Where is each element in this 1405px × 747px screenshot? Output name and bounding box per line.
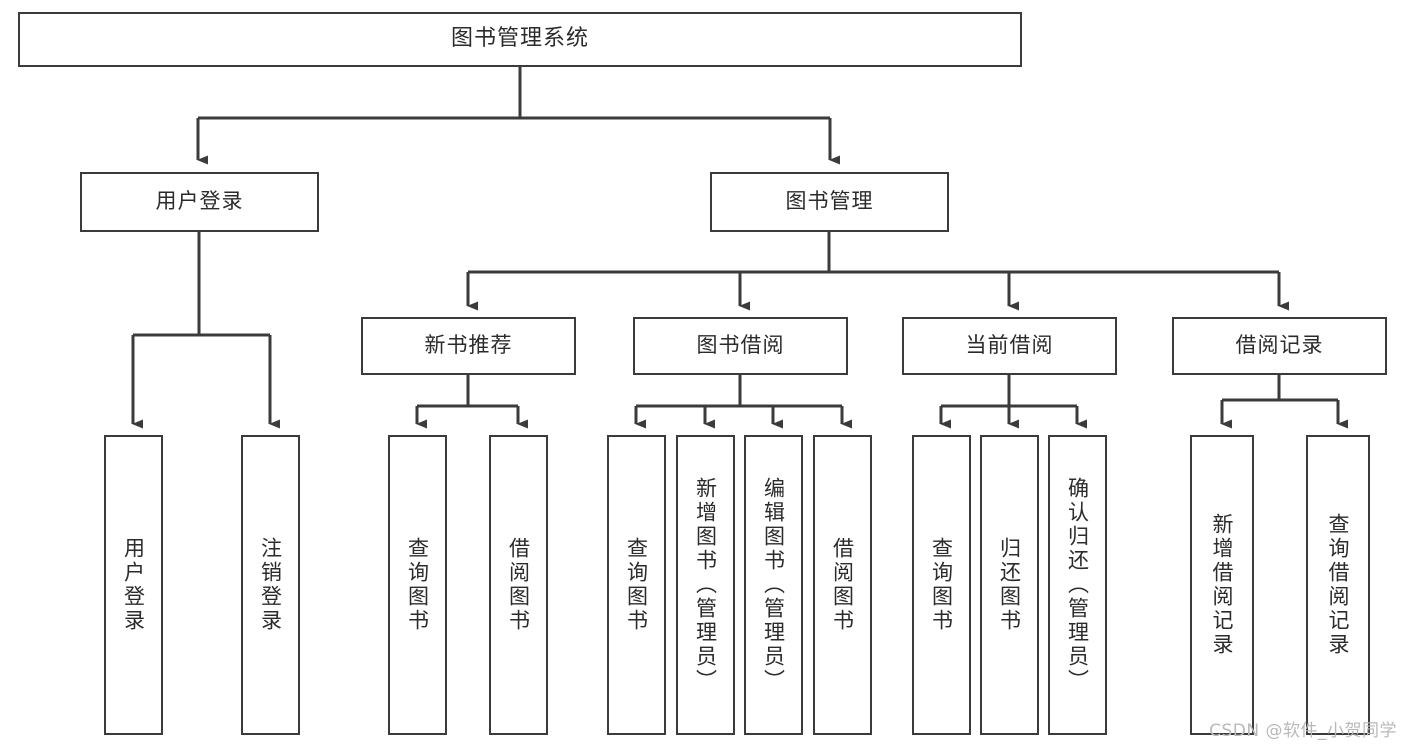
leaf-recommend-query-book[interactable]: 查询图书 (388, 435, 447, 735)
leaf-recommend-borrow-book[interactable]: 借阅图书 (489, 435, 548, 735)
node-new-book-recommend[interactable]: 新书推荐 (361, 317, 576, 375)
leaf-current-query-book[interactable]: 查询图书 (912, 435, 971, 735)
leaf-borrow-borrow-book[interactable]: 借阅图书 (813, 435, 872, 735)
node-current-borrow[interactable]: 当前借阅 (902, 317, 1117, 375)
csdn-watermark: CSDN @软件_小贺同学 (1209, 721, 1397, 741)
leaf-user-login[interactable]: 用户登录 (104, 435, 163, 735)
leaf-record-add-borrow-record[interactable]: 新增借阅记录 (1190, 435, 1254, 735)
leaf-record-query-borrow-record[interactable]: 查询借阅记录 (1306, 435, 1370, 735)
leaf-borrow-query-book[interactable]: 查询图书 (607, 435, 666, 735)
node-book-management[interactable]: 图书管理 (710, 172, 949, 232)
node-book-borrow[interactable]: 图书借阅 (633, 317, 848, 375)
leaf-borrow-add-book-admin[interactable]: 新增图书（管理员） (676, 435, 735, 735)
leaf-user-logout[interactable]: 注销登录 (241, 435, 300, 735)
node-root-system[interactable]: 图书管理系统 (18, 12, 1022, 67)
leaf-current-confirm-return-admin[interactable]: 确认归还（管理员） (1048, 435, 1107, 735)
leaf-borrow-edit-book-admin[interactable]: 编辑图书（管理员） (744, 435, 803, 735)
node-user-login[interactable]: 用户登录 (80, 172, 319, 232)
leaf-current-return-book[interactable]: 归还图书 (980, 435, 1039, 735)
node-borrow-record[interactable]: 借阅记录 (1172, 317, 1387, 375)
